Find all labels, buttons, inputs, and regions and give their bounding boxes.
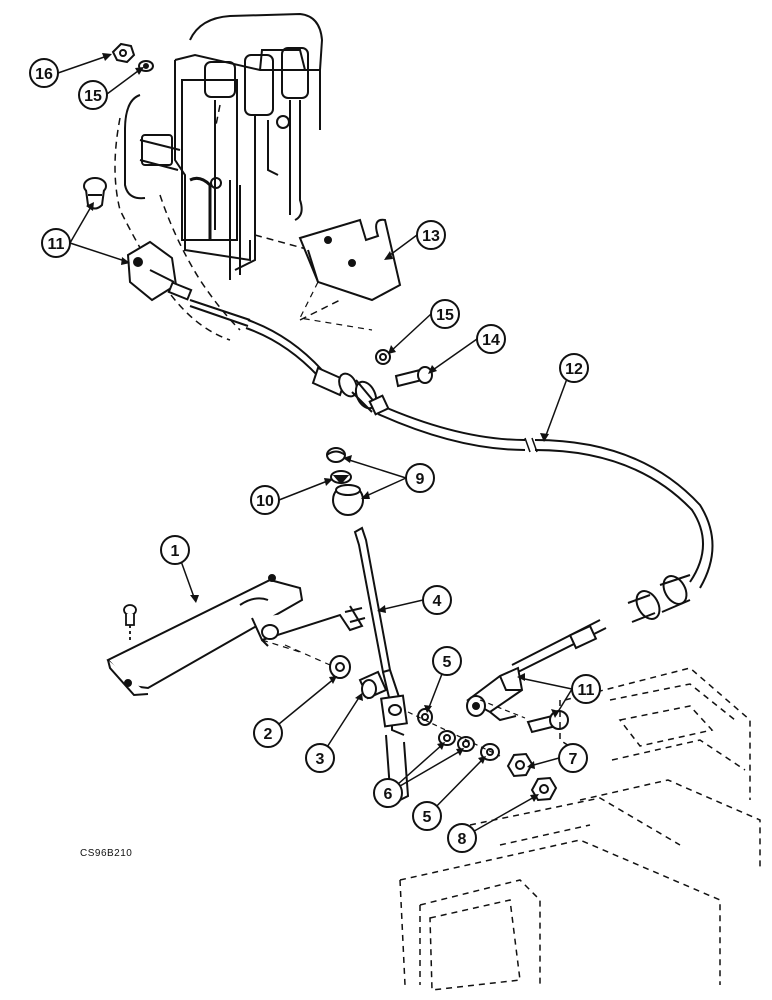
callout-label: 7 — [569, 751, 578, 768]
callout-label: 3 — [316, 751, 325, 768]
callout-label: 16 — [35, 66, 53, 83]
callout-label: 13 — [422, 228, 440, 245]
leader-arrowheads — [86, 53, 559, 802]
callout-label: 2 — [264, 726, 273, 743]
callout-label: 4 — [433, 593, 442, 610]
callout-label: 5 — [443, 654, 452, 671]
callout-label: 6 — [384, 786, 393, 803]
lower-clevis-pin — [526, 710, 569, 734]
callout-4: 4 — [422, 585, 452, 615]
gear-lever — [353, 526, 410, 802]
callout-5-upper: 5 — [432, 646, 462, 676]
control-cable — [189, 299, 714, 674]
valve-block-housing — [124, 12, 324, 280]
knob-insert — [330, 470, 352, 485]
callout-2: 2 — [253, 718, 283, 748]
upper-nut-16 — [111, 42, 136, 64]
callout-6: 6 — [373, 778, 403, 808]
bushing-3 — [358, 670, 388, 700]
pivot-axis-dashed — [407, 711, 501, 757]
callout-8: 8 — [447, 823, 477, 853]
pedal-boss — [261, 624, 279, 640]
pedal-plate — [106, 574, 366, 697]
callout-3: 3 — [305, 743, 335, 773]
callout-label: 10 — [256, 493, 274, 510]
washer-2 — [329, 655, 351, 679]
callout-label: 12 — [565, 361, 583, 378]
callout-label: 9 — [416, 471, 425, 488]
knob-cap — [326, 447, 346, 463]
knob-ball — [332, 484, 364, 516]
drawing-code: CS96B210 — [80, 848, 133, 859]
clevis-dashed-guide — [479, 699, 526, 719]
callout-7: 7 — [558, 743, 588, 773]
lower-cable-fitting — [568, 574, 691, 650]
callout-16-top: 16 — [29, 58, 59, 88]
callout-11-upper: 11 — [41, 228, 71, 258]
callout-10: 10 — [250, 485, 280, 515]
callout-5-lower: 5 — [412, 801, 442, 831]
callout-12: 12 — [559, 353, 589, 383]
callout-15-mid: 15 — [430, 299, 460, 329]
upper-clevis-pin — [83, 177, 107, 210]
washer-6a — [438, 730, 456, 746]
callout-11-lower: 11 — [571, 674, 601, 704]
washer-5-upper — [417, 708, 433, 726]
upper-clevis — [126, 240, 193, 302]
pedal-pivot-dashed — [261, 639, 331, 666]
lower-clevis — [466, 666, 524, 722]
nut-7 — [506, 752, 534, 778]
callout-15-top: 15 — [78, 80, 108, 110]
callout-label: 15 — [436, 307, 454, 324]
pedal-bolt — [123, 604, 137, 640]
bolt-14 — [394, 366, 433, 388]
leader-lines — [57, 54, 573, 839]
callout-14: 14 — [476, 324, 506, 354]
bracket-dashed-guide — [299, 281, 373, 331]
callout-9: 9 — [405, 463, 435, 493]
callout-label: 14 — [482, 332, 500, 349]
washer-15-lower — [375, 349, 391, 365]
callout-label: 1 — [171, 543, 180, 560]
callout-label: 5 — [423, 809, 432, 826]
callout-label: 15 — [84, 88, 102, 105]
callout-label: 11 — [48, 236, 65, 253]
callout-13: 13 — [416, 220, 446, 250]
console-recesses — [429, 705, 714, 991]
callout-label: 11 — [578, 682, 595, 699]
console-outline — [399, 667, 761, 986]
upper-cable-fitting — [311, 366, 390, 416]
callout-label: 8 — [458, 831, 467, 848]
washer-5-lower — [480, 743, 500, 761]
callout-1: 1 — [160, 535, 190, 565]
cable-bracket — [298, 218, 402, 302]
